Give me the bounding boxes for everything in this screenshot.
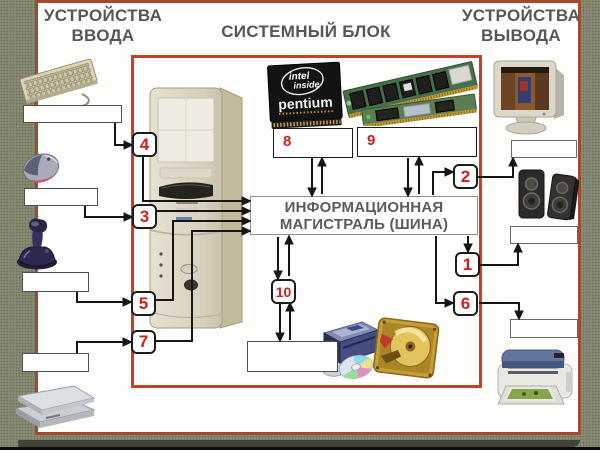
chip-brand-line3: pentium [278,94,333,113]
answer-slot-printer [510,319,578,338]
badge-2: 2 [453,164,478,189]
chip-brand-line2: inside [293,79,320,90]
badge-5: 5 [131,291,156,316]
answer-slot-scanner [22,353,89,372]
bus-label-line2: МАГИСТРАЛЬ (ШИНА) [279,216,449,233]
badge-3: 3 [132,204,157,229]
title-input-devices: УСТРОЙСТВА ВВОДА [28,6,178,46]
answer-slot-monitor [511,140,577,158]
title-system-text: СИСТЕМНЫЙ БЛОК [221,22,391,41]
title-output-line1: УСТРОЙСТВА [461,6,581,25]
scanner-icon [14,385,96,428]
badge-4: 4 [132,132,157,157]
answer-slot-keyboard [23,105,122,123]
joystick-icon [17,218,57,270]
monitor-icon [493,60,564,135]
badge-7: 7 [131,330,156,354]
speakers-icon [518,169,579,221]
answer-slot-storage [247,341,338,372]
system-tower-icon [149,87,243,329]
bottom-shadow-swoosh [18,440,580,447]
answer-slot-speakers [510,226,578,244]
badge-8-region: 8 [273,128,353,158]
title-system-unit: СИСТЕМНЫЙ БЛОК [200,22,412,42]
badge-1: 1 [455,252,480,277]
title-output-line2: ВЫВОДА [481,26,561,45]
mouse-icon [22,153,60,184]
information-bus-box: ИНФОРМАЦИОННАЯ МАГИСТРАЛЬ (ШИНА) [250,196,478,235]
bus-label-line1: ИНФОРМАЦИОННАЯ [284,199,444,216]
printer-icon [497,349,573,405]
badge-6: 6 [453,291,478,316]
title-input-line1: УСТРОЙСТВА [43,6,163,25]
bottom-black-strip [0,447,600,450]
ram-modules-icon [342,61,478,126]
answer-slot-joystick [22,272,89,292]
keyboard-icon [19,58,98,110]
badge-9-region: 9 [357,127,477,157]
badge-10: 10 [271,279,296,304]
answer-slot-mouse [24,188,98,206]
hard-disk-icon [372,317,440,379]
title-output-devices: УСТРОЙСТВА ВЫВОДА [448,6,594,46]
title-input-line2: ВВОДА [71,26,135,45]
cpu-pentium-icon: intel inside pentium [267,61,343,129]
chip-brand-line1: intel [289,71,310,83]
